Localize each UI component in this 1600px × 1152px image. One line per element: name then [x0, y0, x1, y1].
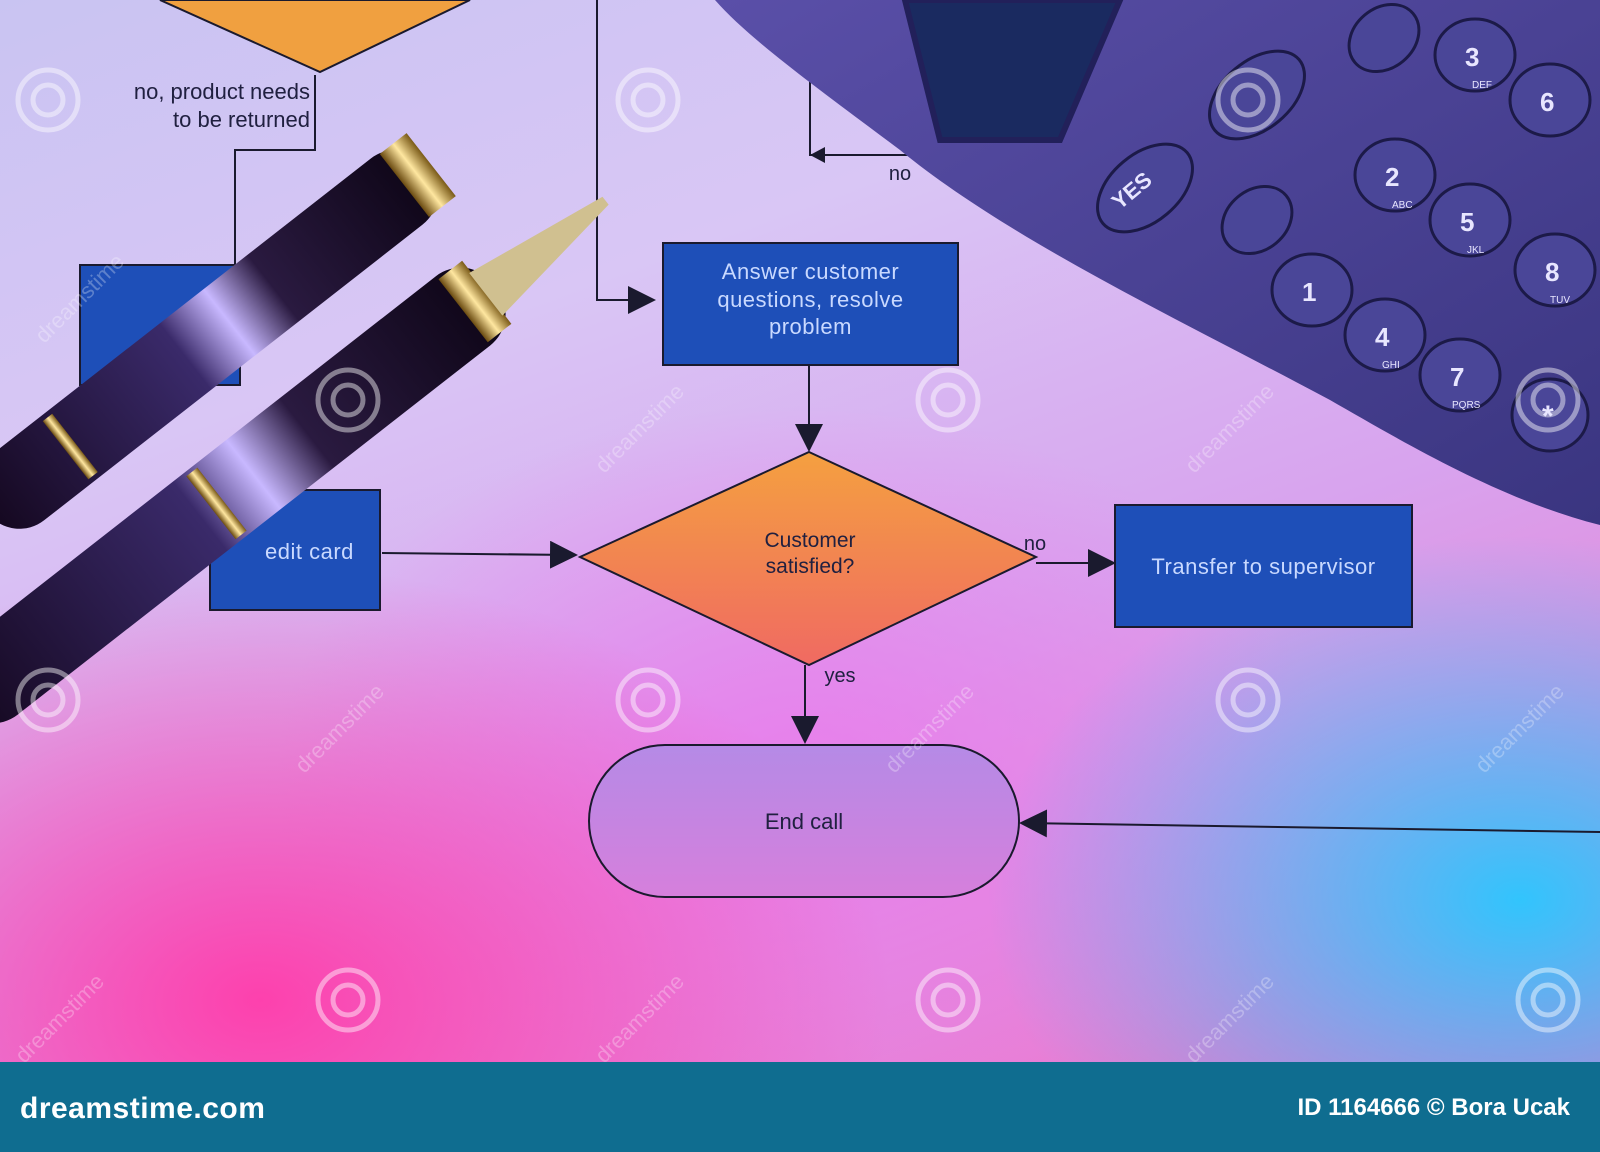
decision-no-label: no	[1023, 533, 1047, 555]
footer-bar	[0, 1062, 1600, 1152]
phone-key-letters-pqrs: PQRS	[1452, 400, 1481, 411]
phone-key-4: 4	[1375, 322, 1390, 352]
transfer-box	[1114, 504, 1413, 628]
phone-key-5: 5	[1460, 207, 1475, 237]
fountain-pen	[0, 133, 609, 724]
phone-key-2: 2	[1385, 162, 1400, 192]
end-call-pill	[588, 744, 1020, 898]
answer-box-line2: questions, resolve	[717, 286, 904, 312]
no-return-label-line1: no, product needs	[133, 79, 310, 104]
decision-yes-label: yes	[824, 665, 856, 687]
phone-key-letters-jkl: JKL	[1467, 245, 1485, 256]
no-return-label-line2: to be returned	[173, 106, 310, 132]
phone-key-1: 1	[1302, 277, 1317, 307]
answer-box	[662, 242, 959, 366]
decision-text: Customer satisfied?	[700, 528, 920, 581]
phone-key-6: 6	[1540, 87, 1555, 117]
answer-box-text: Answer customer questions, resolve probl…	[663, 258, 958, 341]
flowchart-diagram	[0, 0, 1600, 1033]
answer-box-line3: problem	[769, 314, 852, 339]
phone-key-star: *	[1542, 400, 1554, 433]
no-return-label: no, product needs to be returned	[90, 78, 310, 133]
connector-right-to-end	[1019, 809, 1600, 838]
decision-diamond	[577, 450, 1039, 667]
top-decision-fragment	[159, 0, 471, 74]
end-call-text: End call	[764, 809, 844, 834]
photo-background: no, product needs to be returned no Answ…	[0, 0, 1600, 1062]
decision-line1: Customer	[764, 529, 856, 552]
phone-key-letters-abc: ABC	[1392, 200, 1413, 211]
top-no-label: no	[888, 163, 912, 185]
connector-credit-to-decision	[381, 540, 578, 569]
phone-key-letters-tuv: TUV	[1550, 295, 1570, 306]
footer-credit: ID 1164666 © Bora Ucak	[1297, 1094, 1570, 1121]
phone-key-7: 7	[1450, 362, 1465, 392]
phone-device	[715, 0, 1600, 525]
phone-key-letters-def: DEF	[1472, 80, 1492, 91]
answer-box-line1: Answer customer	[721, 259, 900, 284]
credit-box-text: edit card	[265, 539, 354, 564]
phone-key-3: 3	[1465, 42, 1480, 72]
transfer-box-text: Transfer to supervisor	[1151, 554, 1376, 579]
phone-key-8: 8	[1545, 257, 1560, 287]
decision-line2: satisfied?	[765, 555, 855, 579]
phone-key-letters-ghi: GHI	[1382, 360, 1400, 371]
footer-brand[interactable]: dreamstime.com	[20, 1092, 266, 1125]
watermark-swirl-group	[15, 67, 1581, 1033]
connector-top-to-answer	[596, 0, 656, 314]
connector-left-down	[234, 75, 316, 270]
